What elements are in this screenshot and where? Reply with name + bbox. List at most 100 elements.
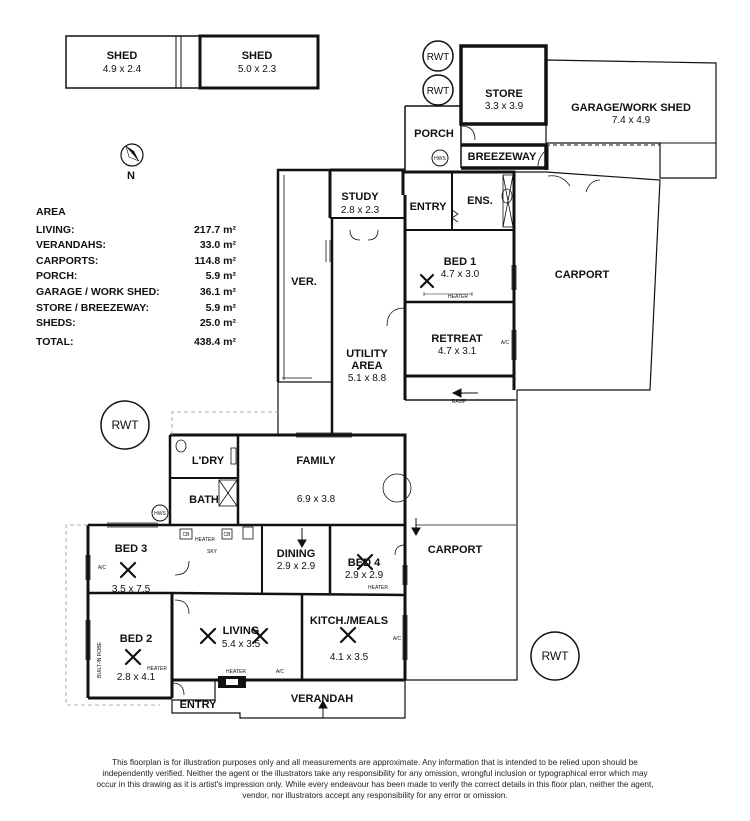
bed-4-label: BED 4	[348, 557, 381, 569]
area-row-label: CARPORTS:	[36, 254, 99, 267]
area-row-label: VERANDAHS:	[36, 239, 107, 252]
ramp-label: RAMP	[452, 399, 467, 405]
carport-top-label: CARPORT	[555, 269, 610, 281]
heater-label-bed1: HEATER	[448, 294, 468, 300]
bed-1-dims: 4.7 x 3.0	[441, 269, 480, 280]
area-total-label: TOTAL:	[36, 335, 74, 348]
living-label: LIVING	[223, 625, 260, 637]
shed-1-dims: 4.9 x 2.4	[103, 64, 142, 75]
ldry-label: L'DRY	[192, 455, 225, 467]
area-row-value: 36.1 m²	[199, 285, 236, 298]
rwt-tank-4-label: RWT	[541, 649, 569, 663]
shed-1-label: SHED	[107, 50, 138, 62]
area-row-value: 5.9 m²	[205, 270, 236, 283]
area-row-label: SHEDS:	[36, 317, 76, 330]
verandah-label: VERANDAH	[291, 693, 353, 705]
area-row-value: 5.9 m²	[205, 301, 236, 314]
disclaimer-text: This floorplan is for illustration purpo…	[96, 758, 654, 800]
ens-label: ENS.	[467, 195, 493, 207]
rwt-tank-3-label: RWT	[111, 418, 139, 432]
area-row: GARAGE / WORK SHED: 36.1 m²	[36, 285, 236, 301]
heater-label-family: HEATER	[195, 537, 215, 543]
area-row: VERANDAHS: 33.0 m²	[36, 238, 236, 254]
area-total-row: TOTAL: 438.4 m²	[36, 335, 236, 351]
cb-label-1: CB	[183, 532, 191, 538]
area-row: SHEDS: 25.0 m²	[36, 316, 236, 332]
area-row-label: GARAGE / WORK SHED:	[36, 285, 160, 298]
compass-icon	[120, 143, 144, 167]
bed-3-label: BED 3	[115, 543, 147, 555]
bath-fixtures	[175, 174, 514, 540]
area-row-value: 25.0 m²	[199, 317, 236, 330]
area-row-value: 33.0 m²	[199, 239, 236, 252]
rwt-tank-1	[422, 40, 454, 72]
area-row-label: LIVING:	[36, 223, 75, 236]
entry-top-label: ENTRY	[410, 201, 448, 213]
study-label: STUDY	[341, 191, 379, 203]
sky-label: SKY	[207, 549, 218, 555]
garage-label: GARAGE/WORK SHED	[571, 102, 691, 114]
garage-dims: 7.4 x 4.9	[612, 115, 651, 126]
porch-label: PORCH	[414, 128, 454, 140]
windows	[85, 240, 517, 660]
fan-icon	[119, 273, 435, 666]
heater-label-bed4: HEATER	[368, 585, 388, 591]
kitchen-label: KITCH./MEALS	[310, 615, 388, 627]
ac-label-retreat: A/C	[501, 340, 510, 346]
sheds	[65, 34, 320, 90]
outbuildings-walls	[404, 44, 717, 179]
store-dims: 3.3 x 3.9	[485, 101, 524, 112]
carport-top-outline	[514, 171, 661, 391]
dining-dims: 2.9 x 2.9	[277, 561, 316, 572]
built-in-robe-label: BUILT-IN ROBE	[97, 641, 103, 677]
ver-label: VER.	[291, 276, 317, 288]
house-walls	[86, 168, 518, 719]
area-total-value: 438.4 m²	[193, 335, 236, 348]
heater-label-bed2: HEATER	[147, 666, 167, 672]
area-row-label: PORCH:	[36, 270, 78, 283]
ac-label-kitchen: A/C	[393, 636, 402, 642]
rwt-tank-3	[100, 400, 150, 450]
rwt-tank-2-label: RWT	[427, 86, 450, 97]
utility-label-2: AREA	[351, 360, 382, 372]
shed-2-label: SHED	[242, 50, 273, 62]
area-row: PORCH: 5.9 m²	[36, 269, 236, 285]
bed-1-label: BED 1	[444, 256, 476, 268]
area-row-value: 217.7 m²	[193, 223, 236, 236]
family-dims: 6.9 x 3.8	[297, 494, 336, 505]
area-row: STORE / BREEZEWAY: 5.9 m²	[36, 301, 236, 317]
arrow-icon	[297, 292, 478, 718]
area-row: LIVING: 217.7 m²	[36, 223, 236, 239]
rwt-tank-1-label: RWT	[427, 52, 450, 63]
dining-label: DINING	[277, 548, 316, 560]
bath-label: BATH	[189, 494, 219, 506]
area-summary-table: AREA LIVING: 217.7 m² VERANDAHS: 33.0 m² C…	[36, 205, 236, 350]
entry-bottom-label: ENTRY	[180, 699, 218, 711]
doors	[171, 209, 516, 696]
bed-2-dims: 2.8 x 4.1	[117, 672, 156, 683]
heater-label-living: HEATER	[226, 669, 246, 675]
area-row-label: STORE / BREEZEWAY:	[36, 301, 149, 314]
north-label: N	[127, 170, 135, 182]
rwt-tank-4	[530, 631, 580, 681]
retreat-dims: 4.7 x 3.1	[438, 346, 477, 357]
area-title: AREA	[36, 206, 66, 218]
hws-unit-bottom-label: HWS	[154, 511, 166, 517]
cb-label-2: CB	[224, 532, 232, 538]
carport-bottom-label: CARPORT	[428, 544, 483, 556]
bed-2-label: BED 2	[120, 633, 152, 645]
shed-2-dims: 5.0 x 2.3	[238, 64, 277, 75]
rwt-tank-2	[422, 74, 454, 106]
ac-label-living: A/C	[276, 669, 285, 675]
family-label: FAMILY	[296, 455, 336, 467]
hws-unit-top-label: HWS	[434, 156, 446, 162]
kitchen-dims: 4.1 x 3.5	[330, 652, 369, 663]
area-row: CARPORTS: 114.8 m²	[36, 254, 236, 270]
study-dims: 2.8 x 2.3	[341, 205, 380, 216]
hws-unit-top	[431, 149, 449, 167]
area-row-value: 114.8 m²	[194, 254, 236, 267]
bed-3-dims: 3.5 x 7.5	[112, 584, 151, 595]
utility-dims: 5.1 x 8.8	[348, 373, 387, 384]
retreat-label: RETREAT	[431, 333, 482, 345]
